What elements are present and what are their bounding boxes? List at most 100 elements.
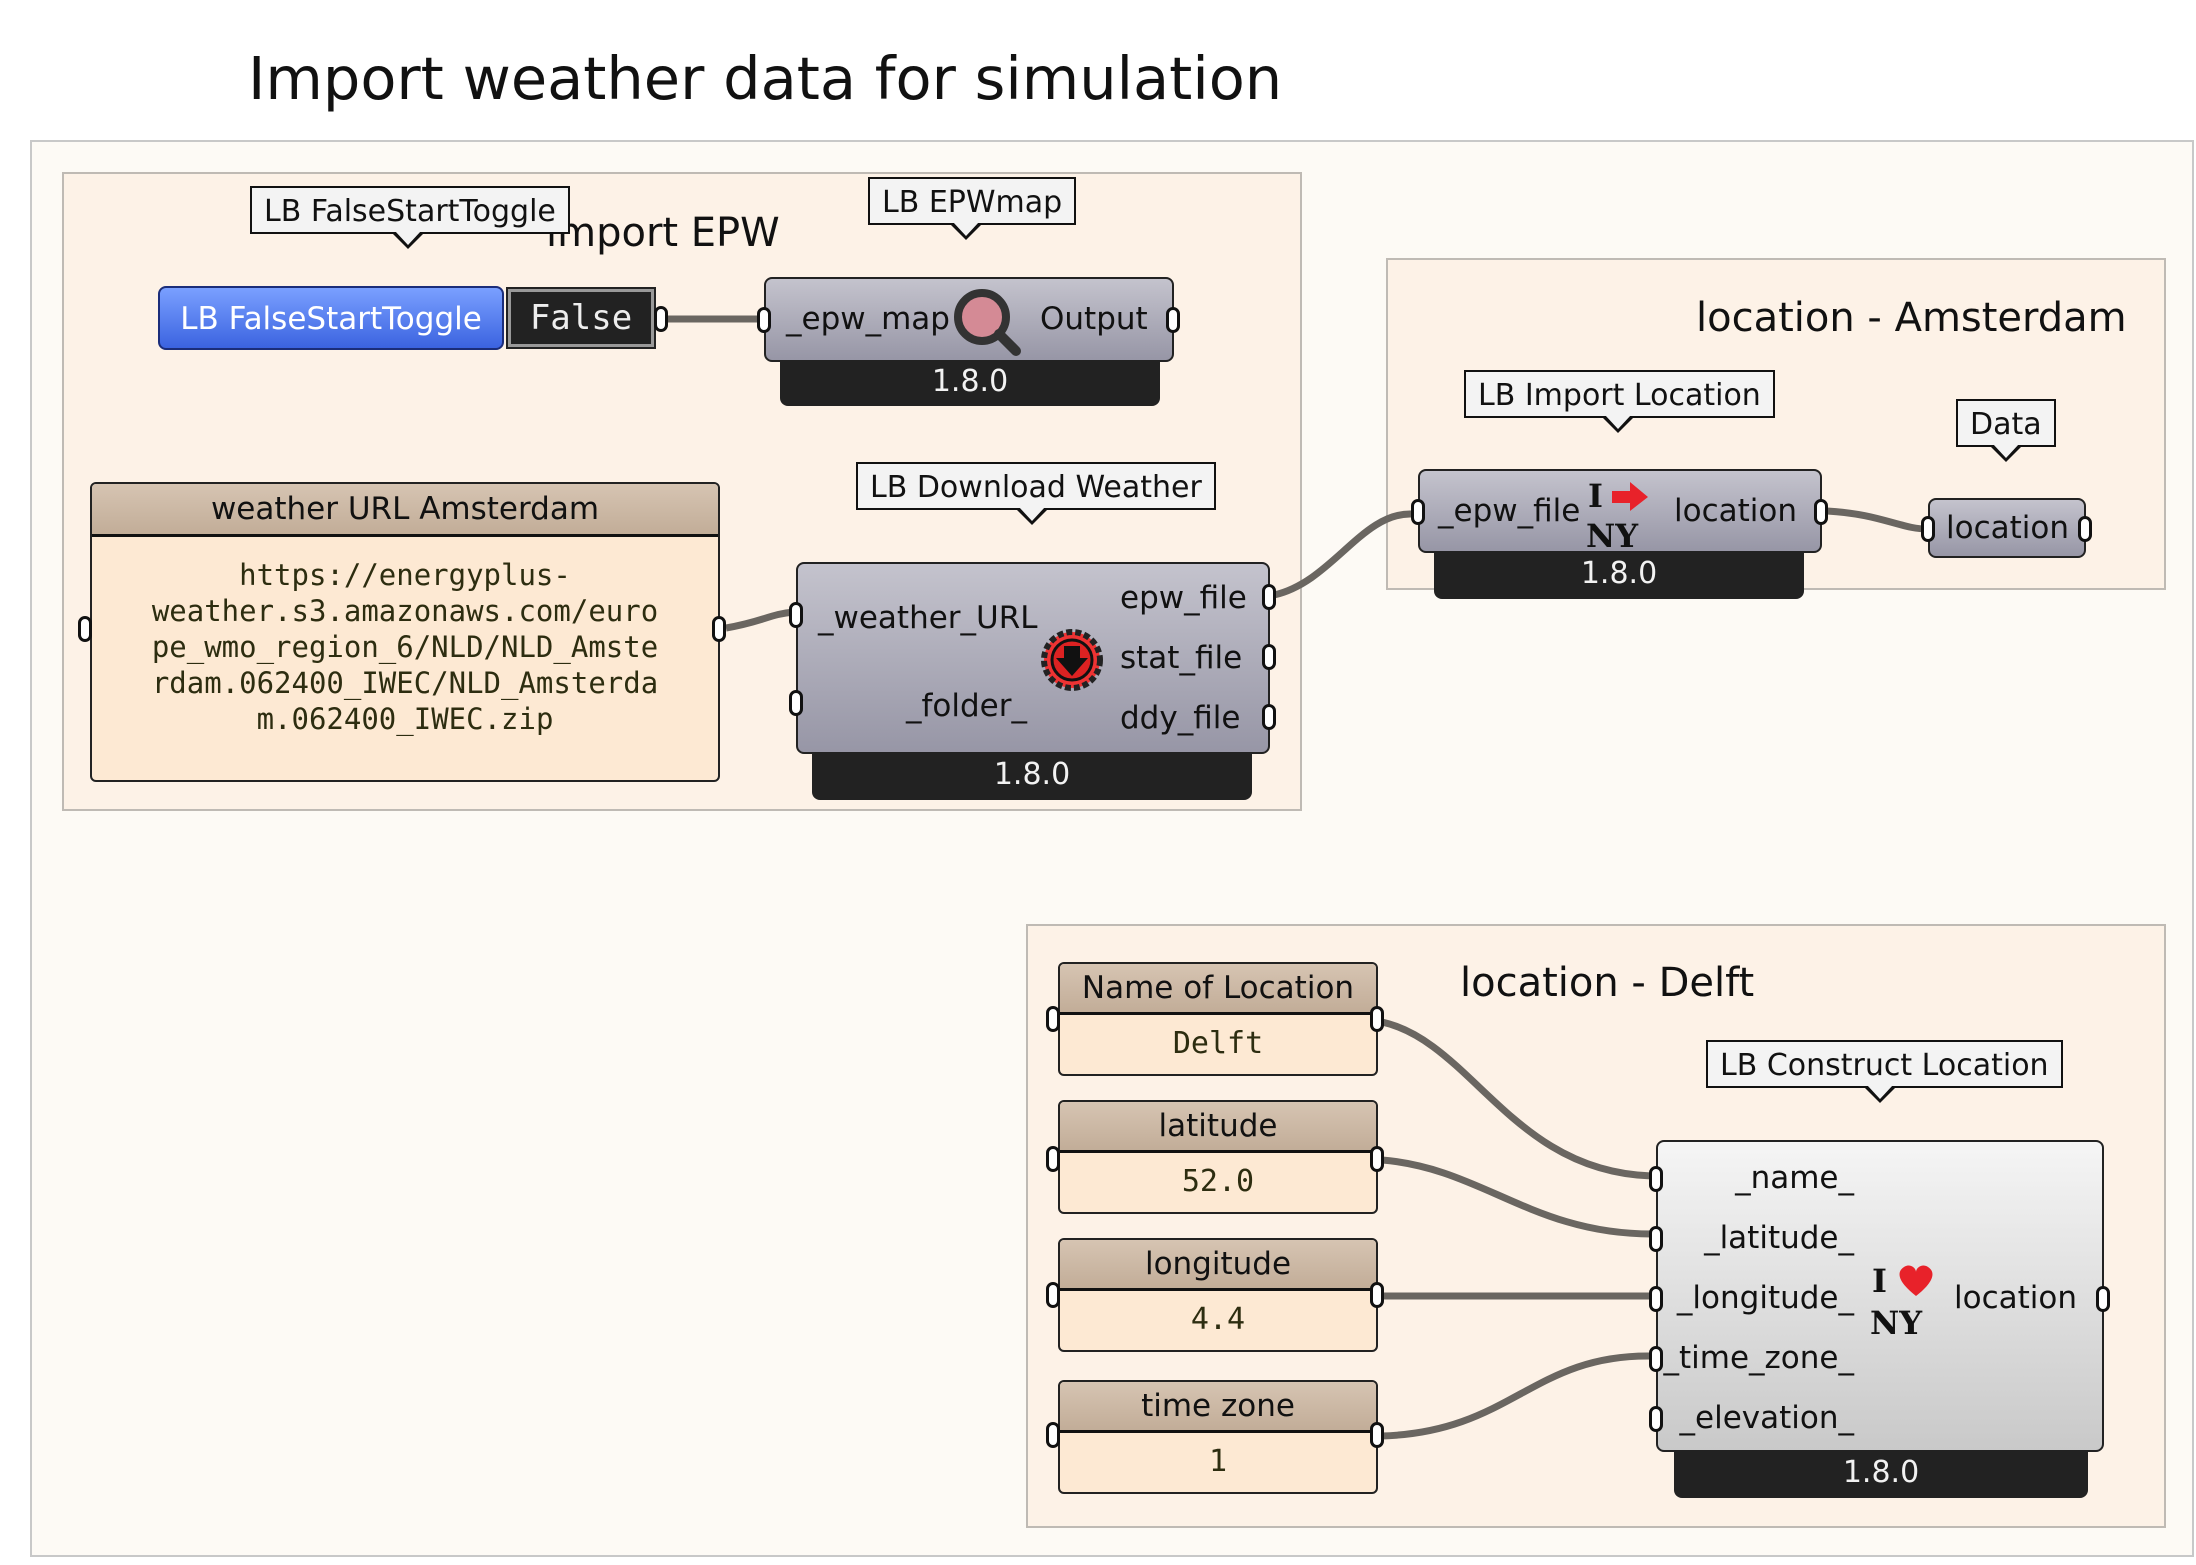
callout-falsestarttoggle: LB FalseStartToggle	[250, 186, 570, 249]
panel-title: longitude	[1060, 1240, 1376, 1291]
panel-value[interactable]: 4.4	[1190, 1302, 1246, 1337]
callout-label: Data	[1970, 407, 2042, 442]
import-input-grip[interactable]	[1411, 499, 1425, 525]
construct-input-grip[interactable]	[1649, 1286, 1663, 1312]
group-label-import-epw: import EPW	[546, 210, 780, 256]
download-output-grip[interactable]	[1262, 704, 1276, 730]
wire-name-to-construct	[1381, 1018, 1653, 1180]
panel-latitude[interactable]: latitude 52.0	[1058, 1100, 1378, 1214]
download-input-label: _weather_URL	[818, 600, 1038, 636]
wire-latitude-to-construct	[1381, 1156, 1653, 1238]
download-output-label: stat_file	[1120, 640, 1243, 676]
callout-label: LB EPWmap	[882, 185, 1063, 220]
download-output-grip[interactable]	[1262, 584, 1276, 610]
group-label-delft: location - Delft	[1460, 960, 1755, 1006]
panel-time-zone[interactable]: time zone 1	[1058, 1380, 1378, 1494]
download-version: 1.8.0	[812, 754, 1252, 800]
url-line: https://energyplus-	[239, 558, 571, 592]
toggle-output-grip[interactable]	[654, 306, 668, 332]
i-heart-ny-icon: I NY	[1868, 1258, 1944, 1342]
url-panel-input-grip[interactable]	[78, 616, 92, 642]
construct-input-label: _elevation_	[1679, 1400, 1854, 1436]
epwmap-input-grip[interactable]	[757, 307, 771, 333]
import-output-label: location	[1674, 493, 1798, 529]
wire-timezone-to-construct	[1381, 1352, 1653, 1440]
panel-input-grip[interactable]	[1046, 1146, 1060, 1172]
epwmap-version: 1.8.0	[780, 362, 1160, 406]
toggle-value[interactable]: False	[506, 287, 656, 349]
wire-url-to-download	[725, 608, 795, 632]
data-param-location[interactable]: location	[1921, 498, 2092, 558]
weather-url-panel[interactable]: weather URL Amsterdam https://energyplus…	[90, 482, 720, 782]
epwmap-component[interactable]: _epw_map Output	[757, 277, 1180, 362]
construct-output-label: location	[1954, 1280, 2078, 1316]
callout-download-weather: LB Download Weather	[856, 462, 1216, 525]
callout-tail	[1864, 1085, 1896, 1103]
svg-text:I: I	[1588, 477, 1603, 515]
panel-input-grip[interactable]	[1046, 1422, 1060, 1448]
download-input-label: _folder_	[906, 688, 1027, 724]
url-line: m.062400_IWEC.zip	[256, 702, 554, 736]
panel-value[interactable]: 1	[1208, 1444, 1228, 1479]
construct-location-component[interactable]: _name_ _latitude_ _longitude_ _time_zone…	[1649, 1140, 2110, 1452]
url-line: pe_wmo_region_6/NLD/NLD_Amste	[151, 630, 659, 664]
magnifier-icon	[952, 287, 1022, 361]
download-output-label: ddy_file	[1120, 700, 1241, 736]
callout-label: LB FalseStartToggle	[264, 194, 556, 229]
callout-label: LB Construct Location	[1720, 1048, 2049, 1083]
download-weather-component[interactable]: _weather_URL _folder_ epw_file stat_file…	[789, 562, 1276, 754]
data-param-label: location	[1946, 510, 2070, 546]
panel-output-grip[interactable]	[1370, 1006, 1384, 1032]
url-panel-output-grip[interactable]	[712, 616, 726, 642]
panel-longitude[interactable]: longitude 4.4	[1058, 1238, 1378, 1352]
wire-download-to-import	[1273, 510, 1413, 599]
url-line: rdam.062400_IWEC/NLD_Amsterda	[151, 666, 659, 700]
panel-title: latitude	[1060, 1102, 1376, 1153]
construct-input-grip[interactable]	[1649, 1166, 1663, 1192]
construct-version: 1.8.0	[1674, 1452, 2088, 1498]
data-param-output-grip[interactable]	[2078, 516, 2092, 542]
group-label-amsterdam: location - Amsterdam	[1696, 295, 2127, 341]
epwmap-output-grip[interactable]	[1166, 307, 1180, 333]
panel-input-grip[interactable]	[1046, 1282, 1060, 1308]
callout-label: LB Import Location	[1478, 378, 1761, 413]
import-output-grip[interactable]	[1814, 499, 1828, 525]
panel-output-grip[interactable]	[1370, 1146, 1384, 1172]
page-title: Import weather data for simulation	[248, 44, 1283, 113]
panel-input-grip[interactable]	[1046, 1006, 1060, 1032]
construct-input-grip[interactable]	[1649, 1346, 1663, 1372]
callout-label: LB Download Weather	[870, 470, 1202, 505]
panel-url-text[interactable]: https://energyplus- weather.s3.amazonaws…	[92, 537, 718, 737]
falsestarttoggle-button[interactable]: LB FalseStartToggle	[158, 286, 504, 350]
construct-input-label: _name_	[1735, 1160, 1854, 1196]
panel-title: weather URL Amsterdam	[92, 484, 718, 537]
callout-tail	[392, 231, 424, 249]
construct-output-grip[interactable]	[2096, 1286, 2110, 1312]
construct-input-grip[interactable]	[1649, 1406, 1663, 1432]
download-arrow-icon	[1038, 626, 1106, 698]
construct-input-label: _longitude_	[1676, 1280, 1854, 1316]
panel-value[interactable]: 52.0	[1181, 1164, 1255, 1199]
data-param-input-grip[interactable]	[1921, 516, 1935, 542]
svg-text:NY: NY	[1586, 517, 1639, 551]
panel-title: time zone	[1060, 1382, 1376, 1433]
callout-tail	[1602, 415, 1634, 433]
download-output-grip[interactable]	[1262, 644, 1276, 670]
callout-tail	[950, 222, 982, 240]
construct-input-grip[interactable]	[1649, 1226, 1663, 1252]
construct-input-label: _time_zone_	[1663, 1340, 1855, 1376]
callout-tail	[1990, 444, 2022, 462]
callout-epwmap: LB EPWmap	[868, 177, 1077, 240]
download-input-grip[interactable]	[789, 602, 803, 628]
import-location-component[interactable]: _epw_file I NY location	[1411, 469, 1828, 555]
panel-output-grip[interactable]	[1370, 1422, 1384, 1448]
panel-title: Name of Location	[1060, 964, 1376, 1015]
download-input-grip[interactable]	[789, 690, 803, 716]
grasshopper-canvas[interactable]: import EPW location - Amsterdam location…	[30, 140, 2194, 1557]
panel-value[interactable]: Delft	[1172, 1026, 1264, 1061]
import-input-label: _epw_file	[1438, 493, 1581, 529]
panel-output-grip[interactable]	[1370, 1282, 1384, 1308]
import-version: 1.8.0	[1434, 553, 1804, 599]
panel-name-of-location[interactable]: Name of Location Delft	[1058, 962, 1378, 1076]
wires-layer	[664, 315, 1931, 1440]
